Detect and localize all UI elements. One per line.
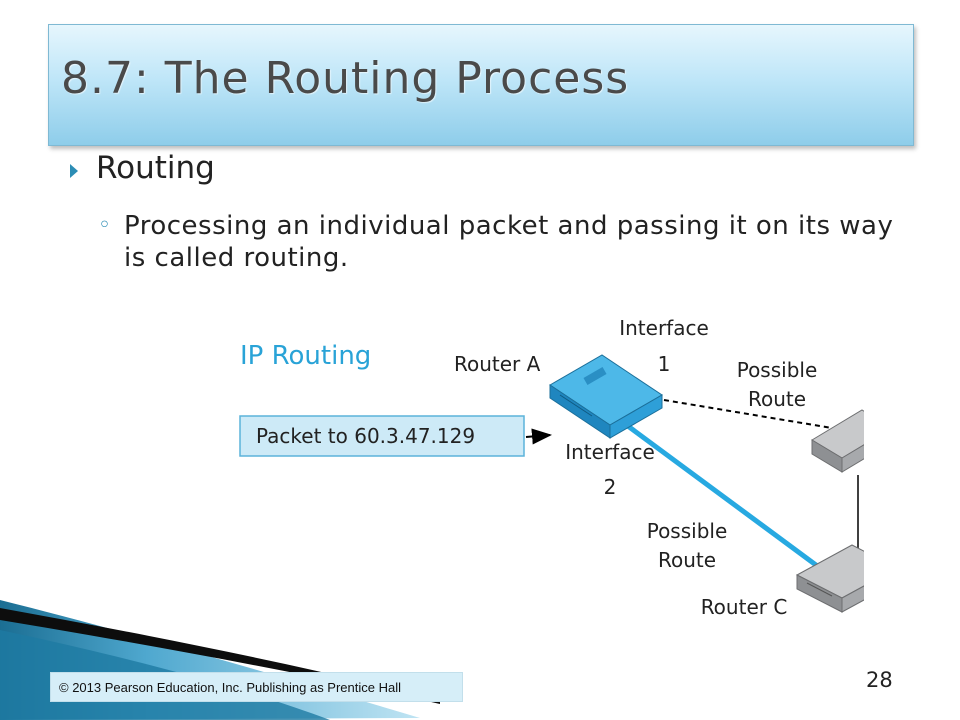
slide-title: 8.7: The Routing Process bbox=[61, 53, 630, 104]
diagram-heading: IP Routing bbox=[240, 341, 371, 371]
blue-route-line bbox=[615, 415, 822, 571]
bullet-arrow-icon bbox=[70, 164, 78, 178]
router-a-icon bbox=[549, 354, 663, 439]
interface-2-label-line2: 2 bbox=[604, 475, 617, 499]
sub-bullet-circle-icon: ◦ bbox=[98, 213, 112, 238]
route-bottom-label-line1: Possible bbox=[647, 519, 728, 543]
packet-box bbox=[239, 415, 525, 457]
page-number: 28 bbox=[866, 668, 893, 692]
router-b-icon bbox=[811, 409, 864, 473]
dashed-route-line bbox=[663, 399, 863, 434]
route-top-label-line2: Route bbox=[748, 387, 806, 411]
router-c-label: Router C bbox=[701, 595, 788, 619]
bullet-text: Routing bbox=[96, 150, 215, 186]
router-a-label: Router A bbox=[454, 352, 541, 376]
router-c-icon bbox=[795, 544, 864, 613]
interface-1-label-line1: Interface bbox=[619, 316, 709, 340]
route-bottom-label-line2: Route bbox=[658, 548, 716, 572]
ip-routing-diagram: IP Routing Packet to 60.3.47.129 Router … bbox=[239, 316, 864, 619]
copyright-notice: © 2013 Pearson Education, Inc. Publishin… bbox=[50, 672, 463, 702]
title-banner: 8.7: The Routing Process bbox=[48, 24, 914, 146]
interface-1-label-line2: 1 bbox=[658, 352, 671, 376]
packet-arrow bbox=[525, 428, 552, 445]
packet-label: Packet to 60.3.47.129 bbox=[256, 424, 475, 448]
sub-bullet-text: Processing an individual packet and pass… bbox=[124, 211, 894, 273]
interface-2-label-line1: Interface bbox=[565, 440, 655, 464]
route-top-label-line1: Possible bbox=[737, 358, 818, 382]
